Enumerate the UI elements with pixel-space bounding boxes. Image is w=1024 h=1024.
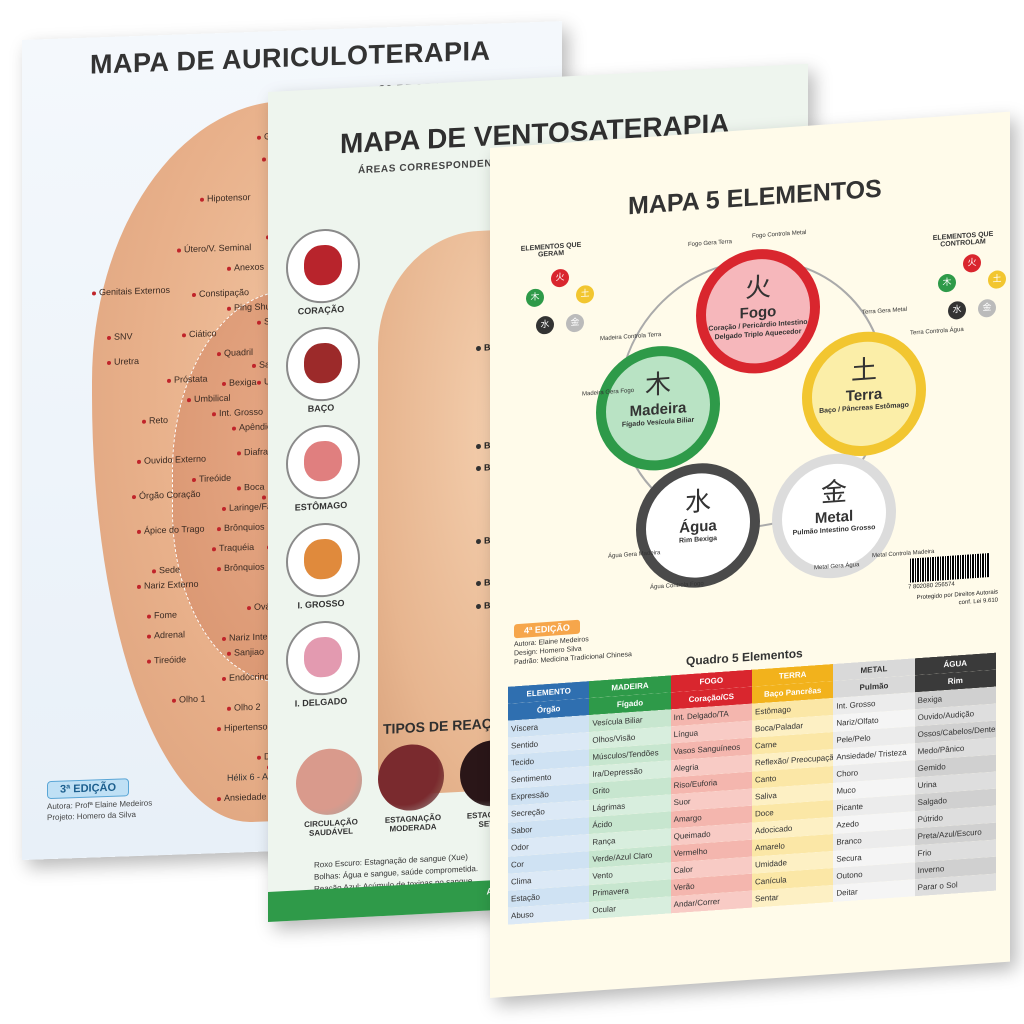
- organ-label: CORAÇÃO: [297, 304, 345, 317]
- five-elements-poster: MAPA 5 ELEMENTOS ELEMENTOS QUE GERAM ELE…: [490, 111, 1010, 998]
- cupping-point: B: [476, 577, 491, 588]
- cycle-label: Fogo Gera Terra: [688, 239, 732, 249]
- credits: Autora: Elaine Medeiros Design: Homero S…: [514, 632, 632, 667]
- acupoint-label: Boca: [237, 482, 265, 493]
- cupping-point: B: [476, 600, 491, 611]
- organ-icon: [286, 521, 360, 600]
- cycle-label: Terra Gera Metal: [862, 306, 908, 316]
- acupoint-label: Traquéia: [212, 542, 254, 553]
- organ-shape: [304, 538, 342, 581]
- acupoint-label: Brônquios: [217, 522, 265, 534]
- element-mini-icon: 水: [948, 300, 966, 320]
- acupoint-label: Sanjiao: [227, 647, 264, 658]
- organ-label: ESTÔMAGO: [294, 499, 348, 513]
- acupoint-label: Endócrino: [222, 671, 270, 683]
- organ-icon: [286, 619, 360, 698]
- reaction-label: ESTAGNAÇÃO MODERADA: [384, 812, 442, 834]
- element-mini-icon: 火: [963, 253, 981, 273]
- acupoint-label: Int. Grosso: [212, 407, 263, 419]
- organ-icon: [286, 325, 360, 404]
- organ-shape: [304, 342, 342, 385]
- cycle-label: Terra Controla Água: [910, 326, 964, 337]
- acupoint-label: Próstata: [167, 374, 208, 385]
- organ-label: I. DELGADO: [294, 695, 348, 709]
- organ-icon: [286, 423, 360, 502]
- organ-icon: [286, 227, 360, 306]
- cycle-label: Fogo Controla Metal: [752, 229, 807, 240]
- acupoint-label: Adrenal: [147, 629, 185, 640]
- element-mini-icon: 土: [576, 284, 594, 304]
- generating-cycle-label: ELEMENTOS QUE GERAM: [520, 241, 582, 259]
- acupoint-label: Tireóide: [147, 654, 186, 665]
- acupoint-label: Ciático: [182, 328, 217, 339]
- acupoint-label: Bexiga: [222, 377, 257, 388]
- element-mini-icon: 金: [978, 298, 996, 318]
- barcode: [910, 553, 990, 583]
- cupping-point: B: [476, 535, 491, 546]
- cupping-point: B: [476, 440, 491, 451]
- helix-label: Hélix 6 - An: [227, 771, 274, 783]
- element-mini-icon: 金: [566, 313, 584, 333]
- cupping-point: B: [476, 462, 491, 473]
- element-mini-icon: 木: [938, 273, 956, 293]
- acupoint-label: Sede: [152, 564, 180, 575]
- organ-label: BAÇO: [307, 402, 335, 414]
- organ-shape: [304, 636, 342, 679]
- reaction-label: CIRCULAÇÃO SAUDÁVEL: [304, 817, 358, 838]
- controlling-cycle-label: ELEMENTOS QUE CONTROLAM: [932, 230, 994, 249]
- element-mini-icon: 土: [988, 269, 1006, 290]
- copyright-note: Protegido por Direitos Autorais conf. Le…: [916, 589, 998, 607]
- element-mini-icon: 水: [536, 315, 554, 335]
- element-mini-icon: 木: [526, 288, 544, 308]
- organ-shape: [304, 440, 342, 483]
- element-mini-icon: 火: [551, 268, 569, 288]
- acupoint-label: Uretra: [107, 356, 139, 367]
- poster-title: MAPA 5 ELEMENTOS: [628, 174, 882, 221]
- acupoint-label: Reto: [142, 415, 168, 426]
- acupoint-label: Quadril: [217, 347, 253, 358]
- reaction-sample: [296, 747, 362, 817]
- poster-title: MAPA DE AURICULOTERAPIA: [90, 35, 491, 80]
- acupoint-label: Hipotensor: [200, 192, 251, 204]
- acupoint-label: Olho 2: [227, 702, 261, 713]
- acupoint-label: Fome: [147, 610, 177, 621]
- cycle-label: Água Controla Fogo: [650, 581, 704, 591]
- acupoint-label: Nariz Externo: [137, 579, 199, 591]
- acupoint-label: SNV: [107, 331, 133, 342]
- barcode-number: 7 802080 256574: [908, 581, 955, 591]
- table-title: Quadro 5 Elementos: [686, 646, 803, 669]
- acupoint-label: Anexos: [227, 262, 264, 273]
- project: Projeto: Homero da Silva: [47, 810, 136, 823]
- reaction-sample: [378, 742, 444, 813]
- acupoint-label: Umbilical: [187, 393, 231, 405]
- acupoint-label: Olho 1: [172, 694, 206, 705]
- organ-label: I. GROSSO: [297, 597, 345, 611]
- cupping-point: B: [476, 342, 491, 353]
- acupoint-label: Ansiedade: [217, 791, 267, 803]
- organ-shape: [304, 244, 342, 287]
- acupoint-label: Hipertensor: [217, 721, 271, 733]
- credits: Autora: Profª Elaine Medeiros Projeto: H…: [47, 797, 152, 823]
- acupoint-label: Tireóide: [192, 473, 231, 484]
- acupoint-label: Brônquios: [217, 562, 265, 574]
- acupoint-label: Constipação: [192, 287, 249, 299]
- edition-badge: 3ª EDIÇÃO: [47, 778, 130, 800]
